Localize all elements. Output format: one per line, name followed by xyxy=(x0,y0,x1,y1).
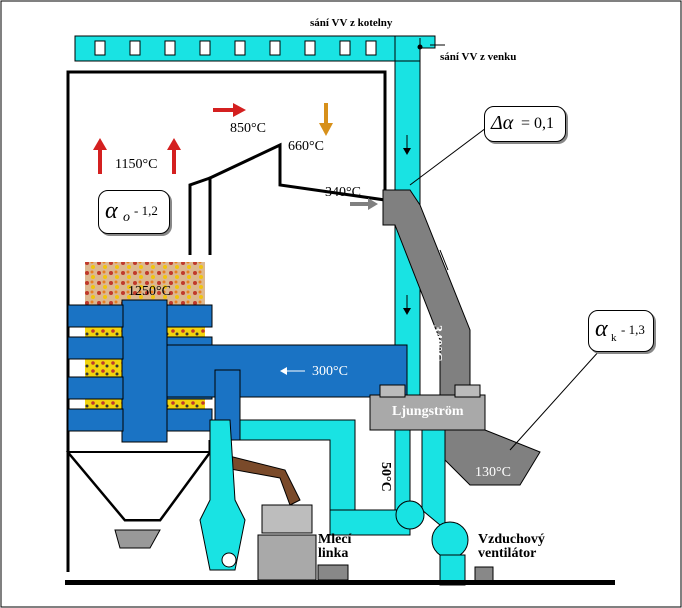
label-temp-300: 300°C xyxy=(312,364,348,379)
alpha-k-value: - 1,3 xyxy=(621,322,645,337)
air-intake-duct xyxy=(74,35,436,62)
label-ljungstrom: Ljungström xyxy=(392,404,464,419)
hot-air-duct xyxy=(166,344,408,441)
callout-alpha-o: α o - 1,2 xyxy=(98,190,170,234)
alpha-k-symbol: α xyxy=(595,316,608,342)
ash-hopper xyxy=(65,451,212,549)
label-temp-340-duct: 340°C xyxy=(429,325,444,362)
label-temp-660: 660°C xyxy=(288,139,324,154)
label-temp-1250: 1250°C xyxy=(128,284,171,299)
alpha-o-value: - 1,2 xyxy=(134,203,158,218)
callout-alpha-k: α k - 1,3 xyxy=(588,310,654,352)
label-temp-850: 850°C xyxy=(230,121,266,136)
label-temp-340: 340°C xyxy=(325,185,361,200)
alpha-k-sub: k xyxy=(611,332,617,344)
label-mill-line: Mlecí linka xyxy=(318,532,352,561)
alpha-o-sub: o xyxy=(123,210,130,225)
delta-alpha-value: = 0,1 xyxy=(521,115,555,132)
ground-line xyxy=(65,580,615,585)
alpha-o-symbol: α xyxy=(105,198,118,224)
hot-arrow-1150-left xyxy=(93,138,107,174)
delta-alpha-leader xyxy=(409,124,491,186)
cold-air-ducts xyxy=(239,419,469,586)
ljungstrom-heater xyxy=(369,384,486,431)
mill-unit xyxy=(221,504,494,582)
flame-zone xyxy=(85,262,205,310)
coal-duct xyxy=(224,454,301,506)
label-temp-50: 50°C xyxy=(378,462,393,492)
flue-arrow-340 xyxy=(350,198,378,210)
label-fan: Vzduchový ventilátor xyxy=(478,532,545,561)
hot-arrow-850 xyxy=(213,103,246,117)
label-temp-1150: 1150°C xyxy=(115,157,158,172)
label-air-from-boiler-room: sání VV z kotelny xyxy=(310,17,393,29)
warm-arrow-660 xyxy=(319,103,333,136)
callout-delta-alpha: Δα = 0,1 xyxy=(484,106,566,142)
mill-column xyxy=(199,419,246,571)
label-air-from-outside: sání VV z venku xyxy=(440,51,517,63)
label-temp-130: 130°C xyxy=(475,465,511,480)
delta-alpha-symbol: Δα xyxy=(491,112,514,134)
alpha-k-leader xyxy=(509,349,601,451)
hot-arrow-1150-right xyxy=(167,138,181,174)
